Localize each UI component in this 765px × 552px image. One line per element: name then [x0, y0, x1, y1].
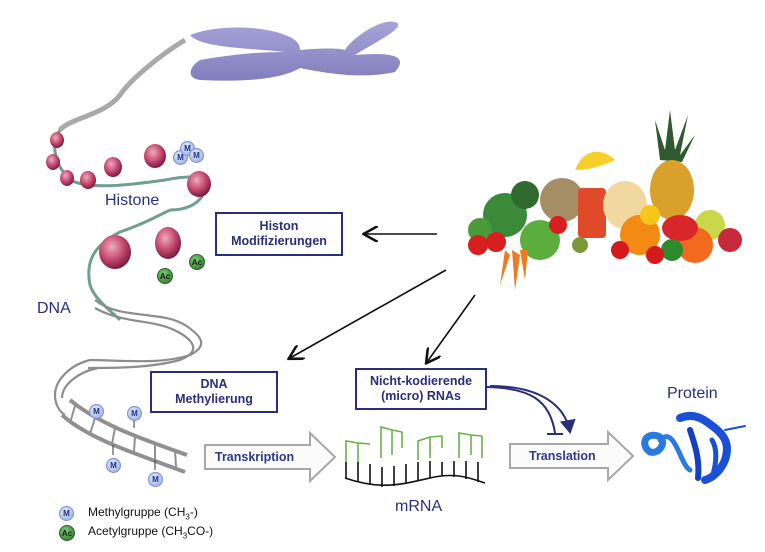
- mirna-inhibition: [486, 385, 576, 435]
- box-dna-methylation: DNA Methylierung: [150, 371, 278, 413]
- mrna-strand: [344, 425, 486, 487]
- box-line: DNA: [200, 377, 228, 391]
- dna-ladder: [60, 398, 188, 474]
- acetyl-badge: Ac: [157, 268, 173, 284]
- box-line: (micro) RNAs: [381, 389, 461, 403]
- legend-text-end: CO-): [187, 524, 214, 538]
- box-line: Histon: [259, 219, 299, 233]
- label-protein: Protein: [667, 385, 718, 402]
- legend-methyl-text: Methylgruppe (CH3-): [88, 505, 198, 521]
- transcription-label: Transkription: [215, 450, 295, 464]
- chromosome: [190, 21, 401, 81]
- legend-text-main: Acetylgruppe (CH: [88, 524, 183, 538]
- methyl-badge: M: [106, 458, 121, 473]
- process-arrow-shapes: [204, 429, 635, 484]
- nucleosomes: [46, 132, 211, 269]
- acetyl-badge: Ac: [189, 254, 205, 270]
- legend-acetyl-icon: Ac: [59, 525, 75, 541]
- legend-methyl-icon: M: [59, 506, 74, 521]
- fruits-vegetables: [468, 110, 742, 290]
- legend-subscript: 3: [182, 531, 188, 541]
- methyl-badge: M: [148, 472, 163, 487]
- methyl-badge: M: [89, 404, 104, 419]
- chromatin-fiber: [53, 37, 208, 322]
- label-histone: Histone: [105, 192, 160, 209]
- box-histone-modifications: Histon Modifizierungen: [215, 212, 343, 256]
- legend-text-end: -): [189, 505, 198, 519]
- box-noncoding-rnas: Nicht-kodierende (micro) RNAs: [355, 368, 487, 410]
- methyl-badge: M: [127, 406, 142, 421]
- box-line: Methylierung: [175, 392, 253, 406]
- food-arrows: [290, 234, 476, 362]
- translation-label: Translation: [529, 449, 596, 463]
- box-line: Modifizierungen: [231, 234, 327, 248]
- protein-structure: [641, 411, 746, 484]
- box-line: Nicht-kodierende: [369, 374, 473, 388]
- dna-helix: [53, 299, 203, 416]
- methyl-badge: M: [189, 148, 204, 163]
- legend-text-main: Methylgruppe (CH: [88, 505, 186, 519]
- legend-subscript: 3: [185, 512, 190, 522]
- label-mrna: mRNA: [395, 498, 443, 515]
- label-dna: DNA: [37, 300, 71, 317]
- legend-acetyl-text: Acetylgruppe (CH3CO-): [88, 524, 213, 540]
